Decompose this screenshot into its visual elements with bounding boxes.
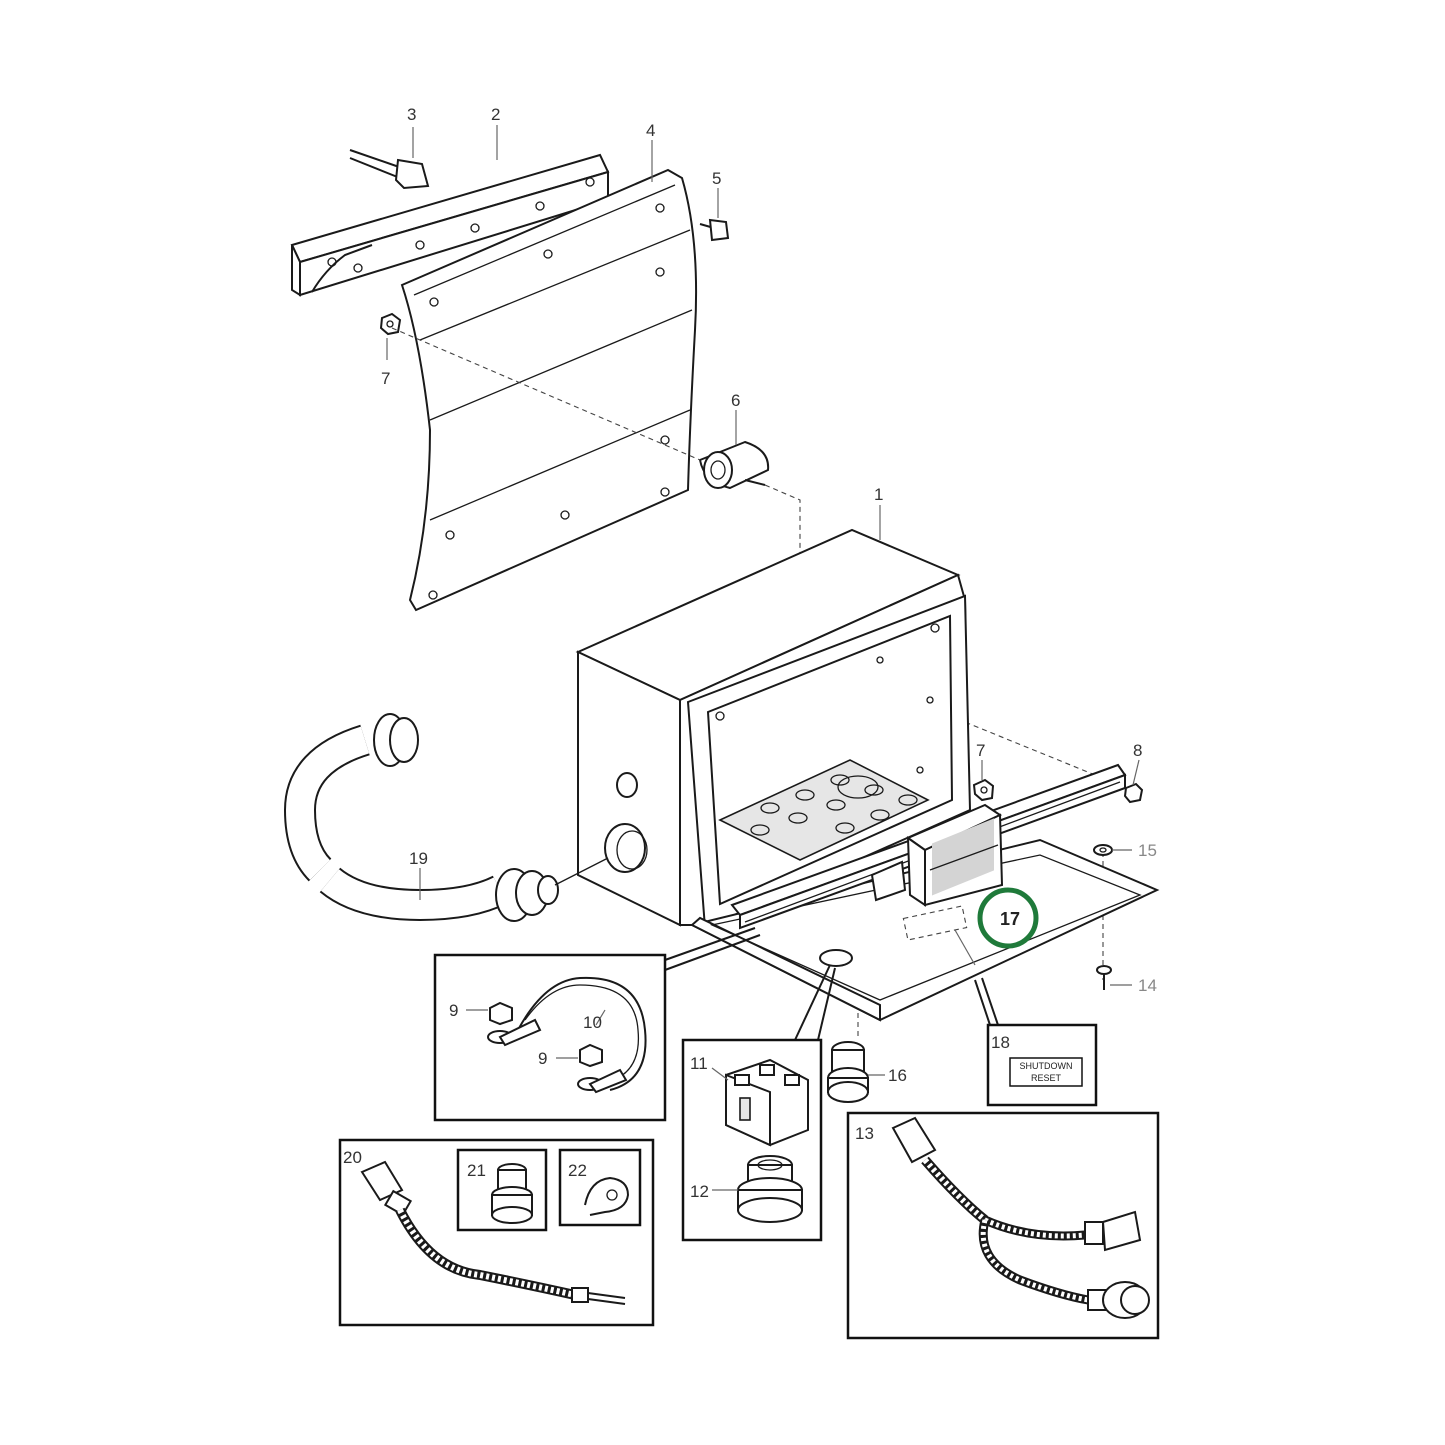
callout-9-lower: 9 [538,1049,547,1068]
callout-16: 16 [888,1066,907,1085]
terminal-block [870,803,1004,907]
callout-18: 18 [991,1033,1010,1052]
shutdown-reset-decal: SHUTDOWN RESET [1020,1061,1073,1083]
lid-screw [1096,965,1112,990]
callout-10: 10 [583,1013,602,1032]
mounting-rail [290,153,610,297]
cable-gland [827,1041,869,1103]
callout-labels: 3 2 4 5 6 7 1 7 8 15 14 16 19 9 9 10 11 … [343,105,1157,1201]
callout-19: 19 [409,849,428,868]
callout-7-lower: 7 [976,741,985,760]
callout-22: 22 [568,1161,587,1180]
nut-upper [379,312,402,336]
callout-21: 21 [467,1161,486,1180]
washer [1093,844,1113,856]
callout-20: 20 [343,1148,362,1167]
callout-7-upper: 7 [381,369,390,388]
bracket-plate [400,168,698,612]
callout-11: 11 [690,1054,708,1073]
detail-box-ground-cable [433,927,761,1122]
highlight-ring[interactable] [977,887,1039,949]
callout-3: 3 [407,105,416,124]
callout-2: 2 [491,105,500,124]
cable-entry-holes [750,774,918,836]
nut-lower [972,778,995,802]
detail-box-switch-and-seal [681,964,836,1242]
callout-13: 13 [855,1124,874,1143]
callout-15: 15 [1138,841,1157,860]
detail-box-y-harness [846,1111,1160,1340]
rail-screw [1123,782,1144,804]
callout-6: 6 [731,391,740,410]
callout-5: 5 [712,169,721,188]
detail-box-decal [974,977,1098,1107]
highlighted-callout-17[interactable]: 17 [977,887,1039,949]
decal-line-1: SHUTDOWN [1020,1061,1073,1071]
conduit-hose [283,713,609,922]
screw [699,218,730,242]
callout-12: 12 [690,1182,709,1201]
detail-box-cable-harness [338,1138,655,1327]
enclosure-box [575,528,972,930]
bolt [349,149,430,190]
leader-lines [386,125,1140,1076]
callout-17[interactable]: 17 [1000,909,1020,929]
callout-9-upper: 9 [449,1001,458,1020]
spacer [698,440,770,490]
callout-4: 4 [646,121,655,140]
callout-1: 1 [874,485,883,504]
decal-line-2: RESET [1031,1073,1062,1083]
callout-8: 8 [1133,741,1142,760]
callout-14: 14 [1138,976,1157,995]
